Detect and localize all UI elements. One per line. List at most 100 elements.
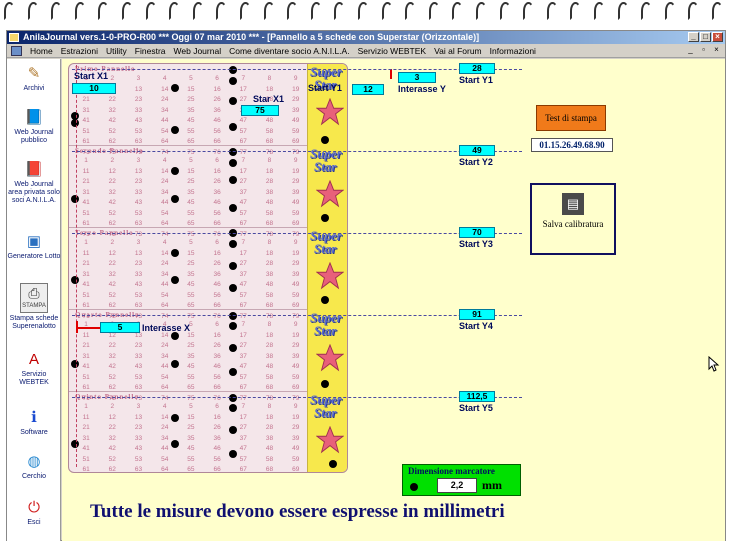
number-cell[interactable]: 13 [134, 331, 143, 339]
number-cell[interactable]: 77 [239, 148, 247, 156]
number-cell[interactable]: 16 [213, 413, 221, 421]
number-cell[interactable]: 36 [213, 352, 221, 360]
number-cell[interactable]: 3 [136, 239, 141, 246]
number-cell[interactable]: 37 [239, 188, 247, 196]
number-cell[interactable]: 25 [187, 178, 195, 185]
number-cell[interactable]: 45 [187, 199, 195, 206]
number-cell[interactable]: 23 [134, 424, 143, 431]
close-button[interactable]: × [712, 32, 723, 42]
number-cell[interactable]: 69 [292, 384, 300, 391]
star-x1-input[interactable]: 75 [241, 105, 279, 116]
number-cell[interactable]: 75 [187, 394, 195, 402]
number-cell[interactable]: 25 [187, 424, 195, 431]
number-cell[interactable]: 16 [213, 167, 221, 175]
number-cell[interactable]: 45 [187, 445, 195, 452]
number-cell[interactable]: 1 [84, 157, 88, 164]
number-cell[interactable]: 78 [265, 148, 274, 156]
number-cell[interactable]: 56 [213, 455, 221, 463]
test-di-stampa-button[interactable]: Test di stampa [536, 105, 606, 131]
number-cell[interactable]: 68 [265, 220, 274, 227]
number-cell[interactable]: 47 [239, 363, 247, 370]
number-cell[interactable]: 29 [292, 96, 300, 103]
number-cell[interactable]: 79 [292, 312, 300, 320]
number-cell[interactable]: 7 [241, 75, 246, 82]
number-cell[interactable]: 71 [82, 394, 90, 402]
number-cell[interactable]: 62 [108, 138, 116, 145]
number-cell[interactable]: 54 [161, 373, 169, 381]
number-cell[interactable]: 65 [187, 220, 195, 227]
number-cell[interactable]: 43 [134, 445, 143, 452]
number-cell[interactable]: 1 [84, 403, 88, 410]
number-cell[interactable]: 15 [187, 167, 195, 175]
number-cell[interactable]: 5 [189, 321, 193, 328]
number-cell[interactable]: 34 [161, 352, 169, 360]
number-cell[interactable]: 44 [161, 445, 169, 452]
number-cell[interactable]: 72 [108, 148, 116, 156]
number-cell[interactable]: 59 [292, 127, 300, 135]
number-cell[interactable]: 28 [265, 96, 274, 103]
number-cell[interactable]: 37 [239, 270, 247, 278]
number-cell[interactable]: 5 [189, 75, 193, 82]
number-cell[interactable]: 51 [82, 291, 90, 299]
number-cell[interactable]: 58 [265, 291, 274, 299]
tool-cerchio[interactable]: ◍ Cerchio [7, 453, 61, 481]
number-cell[interactable]: 66 [213, 302, 221, 309]
number-cell[interactable]: 53 [134, 209, 143, 217]
number-cell[interactable]: 48 [265, 445, 274, 452]
number-cell[interactable]: 6 [215, 157, 219, 164]
number-cell[interactable]: 52 [108, 455, 116, 463]
number-cell[interactable]: 58 [265, 373, 274, 381]
number-cell[interactable]: 75 [187, 148, 195, 156]
number-cell[interactable]: 6 [215, 239, 219, 246]
number-cell[interactable]: 6 [215, 321, 219, 328]
tool-web-journal-pubblico[interactable]: 📘 Web Journal pubblico [7, 109, 61, 145]
number-cell[interactable]: 14 [161, 331, 169, 339]
number-cell[interactable]: 72 [108, 312, 116, 320]
number-cell[interactable]: 52 [108, 127, 116, 135]
number-cell[interactable]: 78 [265, 230, 274, 238]
number-cell[interactable]: 56 [213, 127, 221, 135]
number-cell[interactable]: 18 [265, 413, 274, 421]
number-cell[interactable]: 64 [161, 302, 169, 309]
number-cell[interactable]: 61 [82, 220, 90, 227]
number-cell[interactable]: 71 [82, 312, 90, 320]
number-cell[interactable]: 21 [82, 178, 90, 185]
number-cell[interactable]: 67 [239, 384, 247, 391]
number-cell[interactable]: 8 [267, 157, 272, 164]
number-cell[interactable]: 14 [161, 413, 169, 421]
number-cell[interactable]: 38 [265, 188, 274, 196]
number-cell[interactable]: 45 [187, 117, 195, 124]
number-cell[interactable]: 37 [239, 352, 247, 360]
number-cell[interactable]: 52 [108, 373, 116, 381]
number-cell[interactable]: 46 [213, 117, 221, 124]
number-cell[interactable]: 12 [108, 249, 116, 257]
number-cell[interactable]: 62 [108, 302, 116, 309]
number-cell[interactable]: 36 [213, 106, 221, 114]
number-cell[interactable]: 15 [187, 85, 195, 93]
number-cell[interactable]: 26 [213, 342, 221, 349]
number-cell[interactable]: 27 [239, 178, 247, 185]
number-cell[interactable]: 14 [161, 167, 169, 175]
number-cell[interactable]: 9 [293, 157, 298, 164]
number-cell[interactable]: 32 [108, 188, 116, 196]
number-cell[interactable]: 55 [187, 209, 195, 217]
number-cell[interactable]: 21 [82, 424, 90, 431]
tool-web-journal-privato[interactable]: 📕 Web Journal area privata solo soci A.N… [7, 161, 61, 205]
mdi-restore-button[interactable]: ▫ [702, 45, 705, 54]
number-cell[interactable]: 1 [84, 75, 88, 82]
number-cell[interactable]: 42 [108, 199, 116, 206]
number-cell[interactable]: 23 [134, 342, 143, 349]
number-cell[interactable]: 28 [265, 178, 274, 185]
document-icon[interactable] [11, 45, 22, 56]
number-cell[interactable]: 41 [82, 199, 90, 206]
number-cell[interactable]: 11 [82, 413, 90, 421]
number-cell[interactable]: 63 [134, 302, 143, 309]
number-cell[interactable]: 54 [161, 209, 169, 217]
number-cell[interactable]: 36 [213, 434, 221, 442]
number-cell[interactable]: 39 [292, 270, 300, 278]
number-cell[interactable]: 59 [292, 373, 300, 381]
number-cell[interactable]: 2 [110, 239, 115, 246]
number-cell[interactable]: 64 [161, 466, 169, 473]
number-cell[interactable]: 16 [213, 85, 221, 93]
number-cell[interactable]: 76 [213, 394, 221, 402]
